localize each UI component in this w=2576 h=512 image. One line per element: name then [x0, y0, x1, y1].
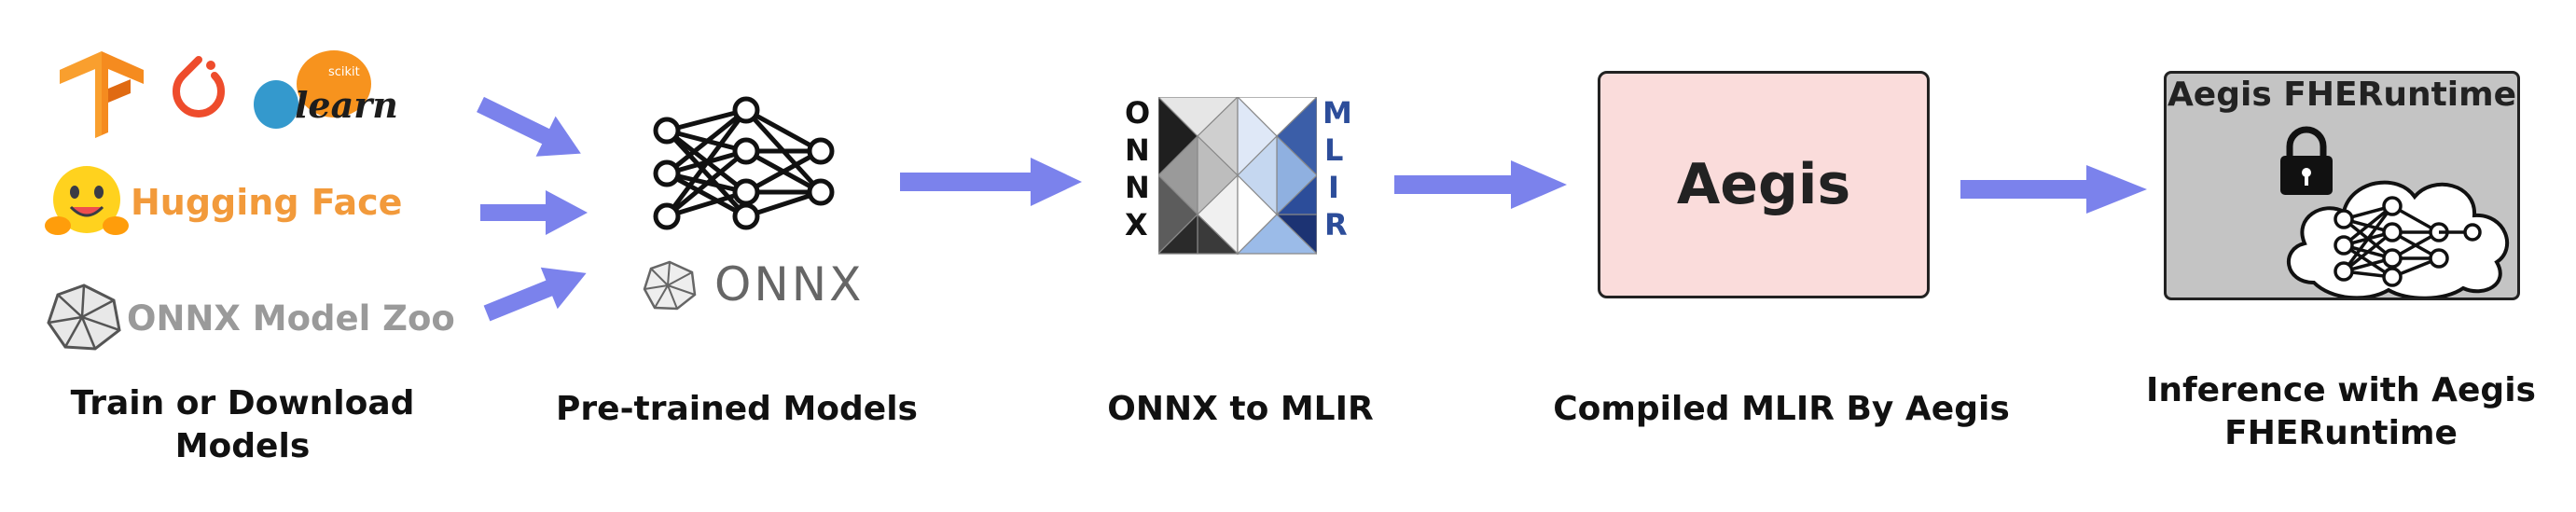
- onnx-mlir-triangles-icon: [1158, 97, 1317, 256]
- runtime-title: Aegis FHERuntime: [2167, 76, 2517, 114]
- sklearn-learn-text: learn: [295, 84, 398, 126]
- onnx-letter: O: [1125, 95, 1151, 131]
- onnx-letter: N: [1125, 132, 1150, 168]
- onnx-letter: N: [1125, 170, 1150, 205]
- arrow-icon: [900, 158, 1082, 206]
- mlir-letter: M: [1323, 95, 1352, 131]
- onnx-logo-text: ONNX: [714, 257, 865, 311]
- sklearn-small-text: scikit: [328, 65, 360, 79]
- train-label: Train or Download Models: [37, 382, 448, 468]
- pytorch-icon: [173, 56, 225, 118]
- mlir-letter: R: [1324, 207, 1348, 242]
- pretrained-label: Pre-trained Models: [556, 390, 918, 428]
- aegis-box: Aegis: [1598, 71, 1930, 298]
- inference-label: Inference with Aegis FHERuntime: [2117, 369, 2565, 455]
- compiled-label: Compiled MLIR By Aegis: [1553, 390, 2010, 428]
- sklearn-icon: [254, 50, 371, 129]
- hugging-face-label: Hugging Face: [131, 182, 403, 223]
- hugging-face-icon: [45, 166, 129, 235]
- onnx-to-mlir-label: ONNX to MLIR: [1107, 390, 1374, 428]
- train-label-line2: Models: [174, 427, 311, 465]
- runtime-box: Aegis FHERuntime: [2164, 71, 2520, 300]
- inference-label-line2: FHERuntime: [2224, 414, 2458, 452]
- model-zoo-icon: [47, 284, 121, 351]
- frameworks-group: scikit learn Hugging Face ONNX Model Zoo: [37, 37, 455, 354]
- model-zoo-label: ONNX Model Zoo: [127, 298, 455, 339]
- mlir-letter: L: [1324, 132, 1344, 168]
- mlir-letter: I: [1328, 170, 1339, 205]
- neural-network-icon: [653, 96, 835, 230]
- lock-icon: [2280, 126, 2333, 195]
- onnx-logo-icon: [643, 260, 697, 311]
- arrow-icon: [1960, 165, 2147, 214]
- train-label-line1: Train or Download: [70, 384, 415, 422]
- onnx-mlir-logo: O N N X M L I R: [1119, 91, 1362, 278]
- arrow-icon: [477, 96, 581, 157]
- aegis-title: Aegis: [1676, 152, 1851, 217]
- inference-label-line1: Inference with Aegis: [2146, 371, 2536, 409]
- onnx-letter: X: [1125, 207, 1148, 242]
- encrypted-network-cloud-icon: [2287, 180, 2509, 298]
- arrow-icon: [483, 267, 587, 322]
- tensorflow-icon: [60, 51, 144, 138]
- arrow-icon: [1394, 160, 1567, 209]
- arrow-icon: [480, 190, 588, 235]
